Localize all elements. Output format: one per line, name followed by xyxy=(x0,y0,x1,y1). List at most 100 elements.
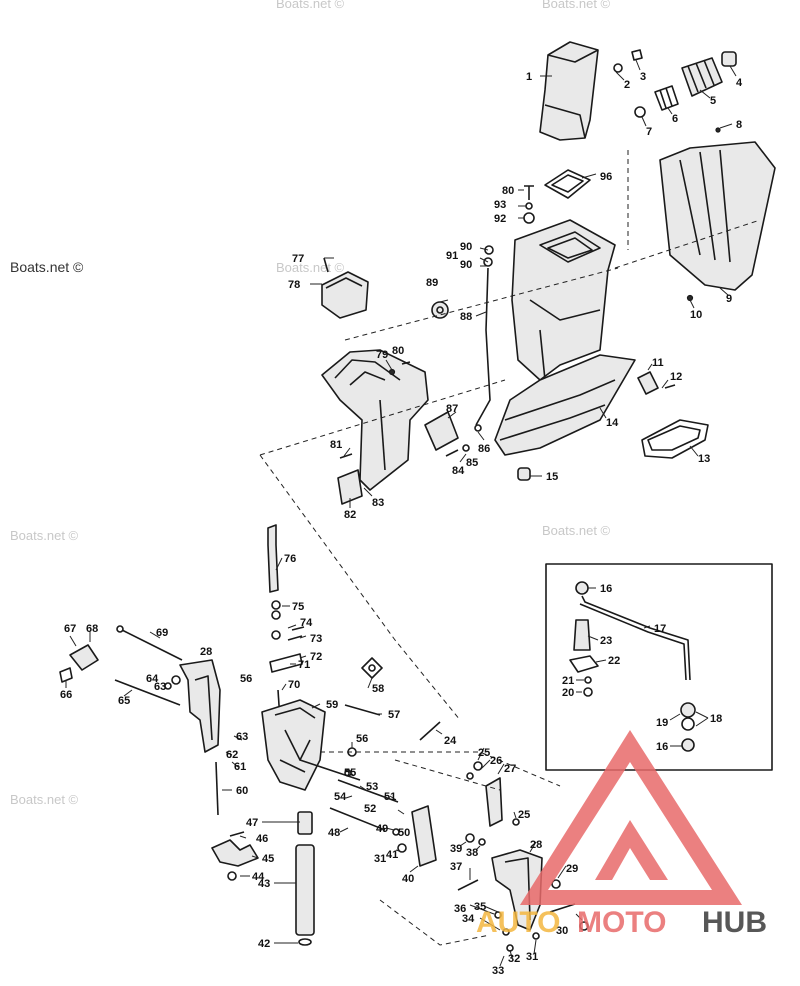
part-bolt-60 xyxy=(215,761,219,816)
callout-86: 86 xyxy=(478,443,490,455)
callout-24: 24 xyxy=(444,735,457,747)
callout-77: 77 xyxy=(292,253,304,265)
callout-16: 16 xyxy=(656,741,668,753)
callout-31: 31 xyxy=(374,853,386,865)
callout-23: 23 xyxy=(600,635,612,647)
callout-1: 1 xyxy=(526,71,532,83)
callout-3: 3 xyxy=(640,71,646,83)
callout-49: 49 xyxy=(376,823,388,835)
callout-76: 76 xyxy=(284,553,296,565)
part-long-bolt-lower xyxy=(114,679,181,706)
part-seal-ring xyxy=(641,419,709,459)
callout-63: 63 xyxy=(236,731,248,743)
callout-5: 5 xyxy=(710,95,716,107)
alignment-line xyxy=(259,379,506,456)
callout-11: 11 xyxy=(652,357,664,369)
callout-40: 40 xyxy=(402,873,414,885)
part-tilt-lever xyxy=(59,644,99,683)
callout-17: 17 xyxy=(654,623,666,635)
callout-85: 85 xyxy=(466,457,478,469)
part-bracket-cover xyxy=(321,257,369,319)
callout-14: 14 xyxy=(606,417,619,429)
callout-60: 60 xyxy=(236,785,248,797)
part-washer-plate xyxy=(361,657,383,679)
callout-58: 58 xyxy=(372,683,384,695)
callout-42: 42 xyxy=(258,938,270,950)
callout-82: 82 xyxy=(344,509,356,521)
callout-29: 29 xyxy=(566,863,578,875)
callout-27: 27 xyxy=(504,763,516,775)
callout-51: 51 xyxy=(384,791,396,803)
logo-word-hub: HUB xyxy=(702,906,767,939)
callout-67: 67 xyxy=(64,623,76,635)
part-clamp xyxy=(337,469,363,505)
callout-72: 72 xyxy=(310,651,322,663)
callout-65: 65 xyxy=(118,695,130,707)
callout-labels: 1 2 3 4 5 6 7 8 9 10 11 12 13 14 15 16 1… xyxy=(60,71,743,977)
part-link xyxy=(269,626,305,721)
callout-46: 46 xyxy=(256,833,268,845)
alignment-line xyxy=(614,219,761,269)
callout-93: 93 xyxy=(494,199,506,211)
part-clips xyxy=(211,831,259,881)
callout-19: 19 xyxy=(656,717,668,729)
callout-43: 43 xyxy=(258,878,270,890)
part-upper-fasteners xyxy=(339,361,482,459)
callout-16: 16 xyxy=(600,583,612,595)
part-bolt-stack xyxy=(523,185,535,224)
logo-word-auto: AUTO xyxy=(476,906,560,939)
part-hydraulic-cylinder xyxy=(392,805,437,867)
part-damper xyxy=(431,301,449,319)
callout-26: 26 xyxy=(490,755,502,767)
callout-33: 33 xyxy=(492,965,504,977)
callout-75: 75 xyxy=(292,601,304,613)
callout-44: 44 xyxy=(252,871,265,883)
steering-link-inset xyxy=(545,563,773,771)
callout-30: 30 xyxy=(556,925,568,937)
callout-55: 55 xyxy=(344,767,356,779)
callout-21: 21 xyxy=(562,675,574,687)
alignment-line xyxy=(344,267,619,341)
callout-54: 54 xyxy=(334,791,347,803)
callout-59: 59 xyxy=(326,699,338,711)
callout-39: 39 xyxy=(450,843,462,855)
automotohub-logo: AUTO MOTO HUB xyxy=(476,730,767,939)
watermark-left: Boats.net © xyxy=(10,259,84,275)
callout-10: 10 xyxy=(690,309,702,321)
part-lock-plate xyxy=(466,761,520,827)
callout-92: 92 xyxy=(494,213,506,225)
callout-2: 2 xyxy=(624,79,630,91)
callout-35: 35 xyxy=(474,901,486,913)
callout-4: 4 xyxy=(736,77,743,89)
part-long-bolt-upper xyxy=(116,625,183,661)
callout-90: 90 xyxy=(460,259,472,271)
callout-28: 28 xyxy=(200,646,212,658)
callout-52: 52 xyxy=(364,803,376,815)
callout-6: 6 xyxy=(672,113,678,125)
callout-18: 18 xyxy=(710,713,722,725)
callout-8: 8 xyxy=(736,119,742,131)
callout-36: 36 xyxy=(454,903,466,915)
callout-25: 25 xyxy=(518,809,530,821)
part-shift-rod xyxy=(475,245,494,426)
callout-79: 79 xyxy=(376,349,388,361)
part-swivel-bracket xyxy=(261,699,326,791)
part-side-cover xyxy=(659,141,776,302)
part-bushing xyxy=(517,467,531,481)
callout-62: 62 xyxy=(226,749,238,761)
callout-9: 9 xyxy=(726,293,732,305)
callout-87: 87 xyxy=(446,403,458,415)
callout-32: 32 xyxy=(508,953,520,965)
callout-50: 50 xyxy=(398,827,410,839)
callout-15: 15 xyxy=(546,471,558,483)
callout-37: 37 xyxy=(450,861,462,873)
callout-88: 88 xyxy=(460,311,472,323)
callout-89: 89 xyxy=(426,277,438,289)
callout-56: 56 xyxy=(356,733,368,745)
callout-12: 12 xyxy=(670,371,682,383)
callout-20: 20 xyxy=(562,687,574,699)
callout-28: 28 xyxy=(530,839,542,851)
callout-31: 31 xyxy=(526,951,538,963)
watermark-faint: Boats.net © xyxy=(10,528,79,543)
